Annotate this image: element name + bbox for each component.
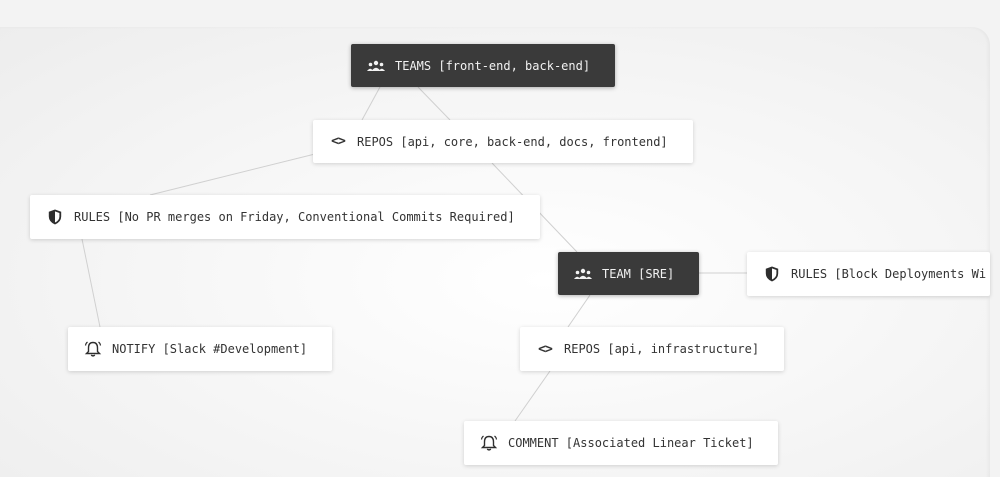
comment-node-label: COMMENT [Associated Linear Ticket] bbox=[508, 436, 754, 450]
code-icon: <> bbox=[538, 341, 553, 357]
comment-node[interactable]: COMMENT [Associated Linear Ticket] bbox=[464, 421, 778, 465]
bell-icon bbox=[84, 341, 102, 357]
team-sre-node-label: TEAM [SRE] bbox=[602, 266, 675, 281]
edge-team-sre-repos-sre bbox=[567, 294, 591, 328]
repos-node-label: REPOS [api, core, back-end, docs, fronte… bbox=[357, 134, 668, 149]
edge-teams-repos-right bbox=[417, 86, 451, 121]
repos-sre-node-label: REPOS [api, infrastructure] bbox=[564, 342, 760, 356]
bell-icon bbox=[480, 435, 498, 451]
code-icon: <> bbox=[331, 134, 346, 149]
people-icon bbox=[367, 58, 385, 74]
teams-node-label: TEAMS [front-end, back-end] bbox=[395, 58, 591, 73]
repos-node[interactable]: <> REPOS [api, core, back-end, docs, fro… bbox=[313, 120, 693, 163]
rules-node-label: RULES [No PR merges on Friday, Conventio… bbox=[74, 210, 515, 224]
repos-sre-node[interactable]: <> REPOS [api, infrastructure] bbox=[520, 327, 784, 371]
edge-repos-sre-comment bbox=[514, 370, 551, 422]
people-icon bbox=[574, 266, 592, 282]
rules-sre-node-label: RULES [Block Deployments Wi bbox=[791, 267, 987, 281]
notify-node-label: NOTIFY [Slack #Development] bbox=[112, 342, 308, 356]
teams-node[interactable]: TEAMS [front-end, back-end] bbox=[351, 44, 615, 87]
team-sre-node[interactable]: TEAM [SRE] bbox=[558, 252, 699, 295]
shield-icon bbox=[46, 209, 64, 225]
rules-node[interactable]: RULES [No PR merges on Friday, Conventio… bbox=[30, 195, 540, 239]
edge-rules-notify bbox=[81, 238, 101, 328]
shield-icon bbox=[763, 266, 781, 282]
edge-teams-repos-left bbox=[361, 86, 381, 121]
edge-repos-rules bbox=[149, 153, 316, 196]
rules-sre-node[interactable]: RULES [Block Deployments Wi bbox=[747, 252, 990, 296]
notify-node[interactable]: NOTIFY [Slack #Development] bbox=[68, 327, 332, 371]
